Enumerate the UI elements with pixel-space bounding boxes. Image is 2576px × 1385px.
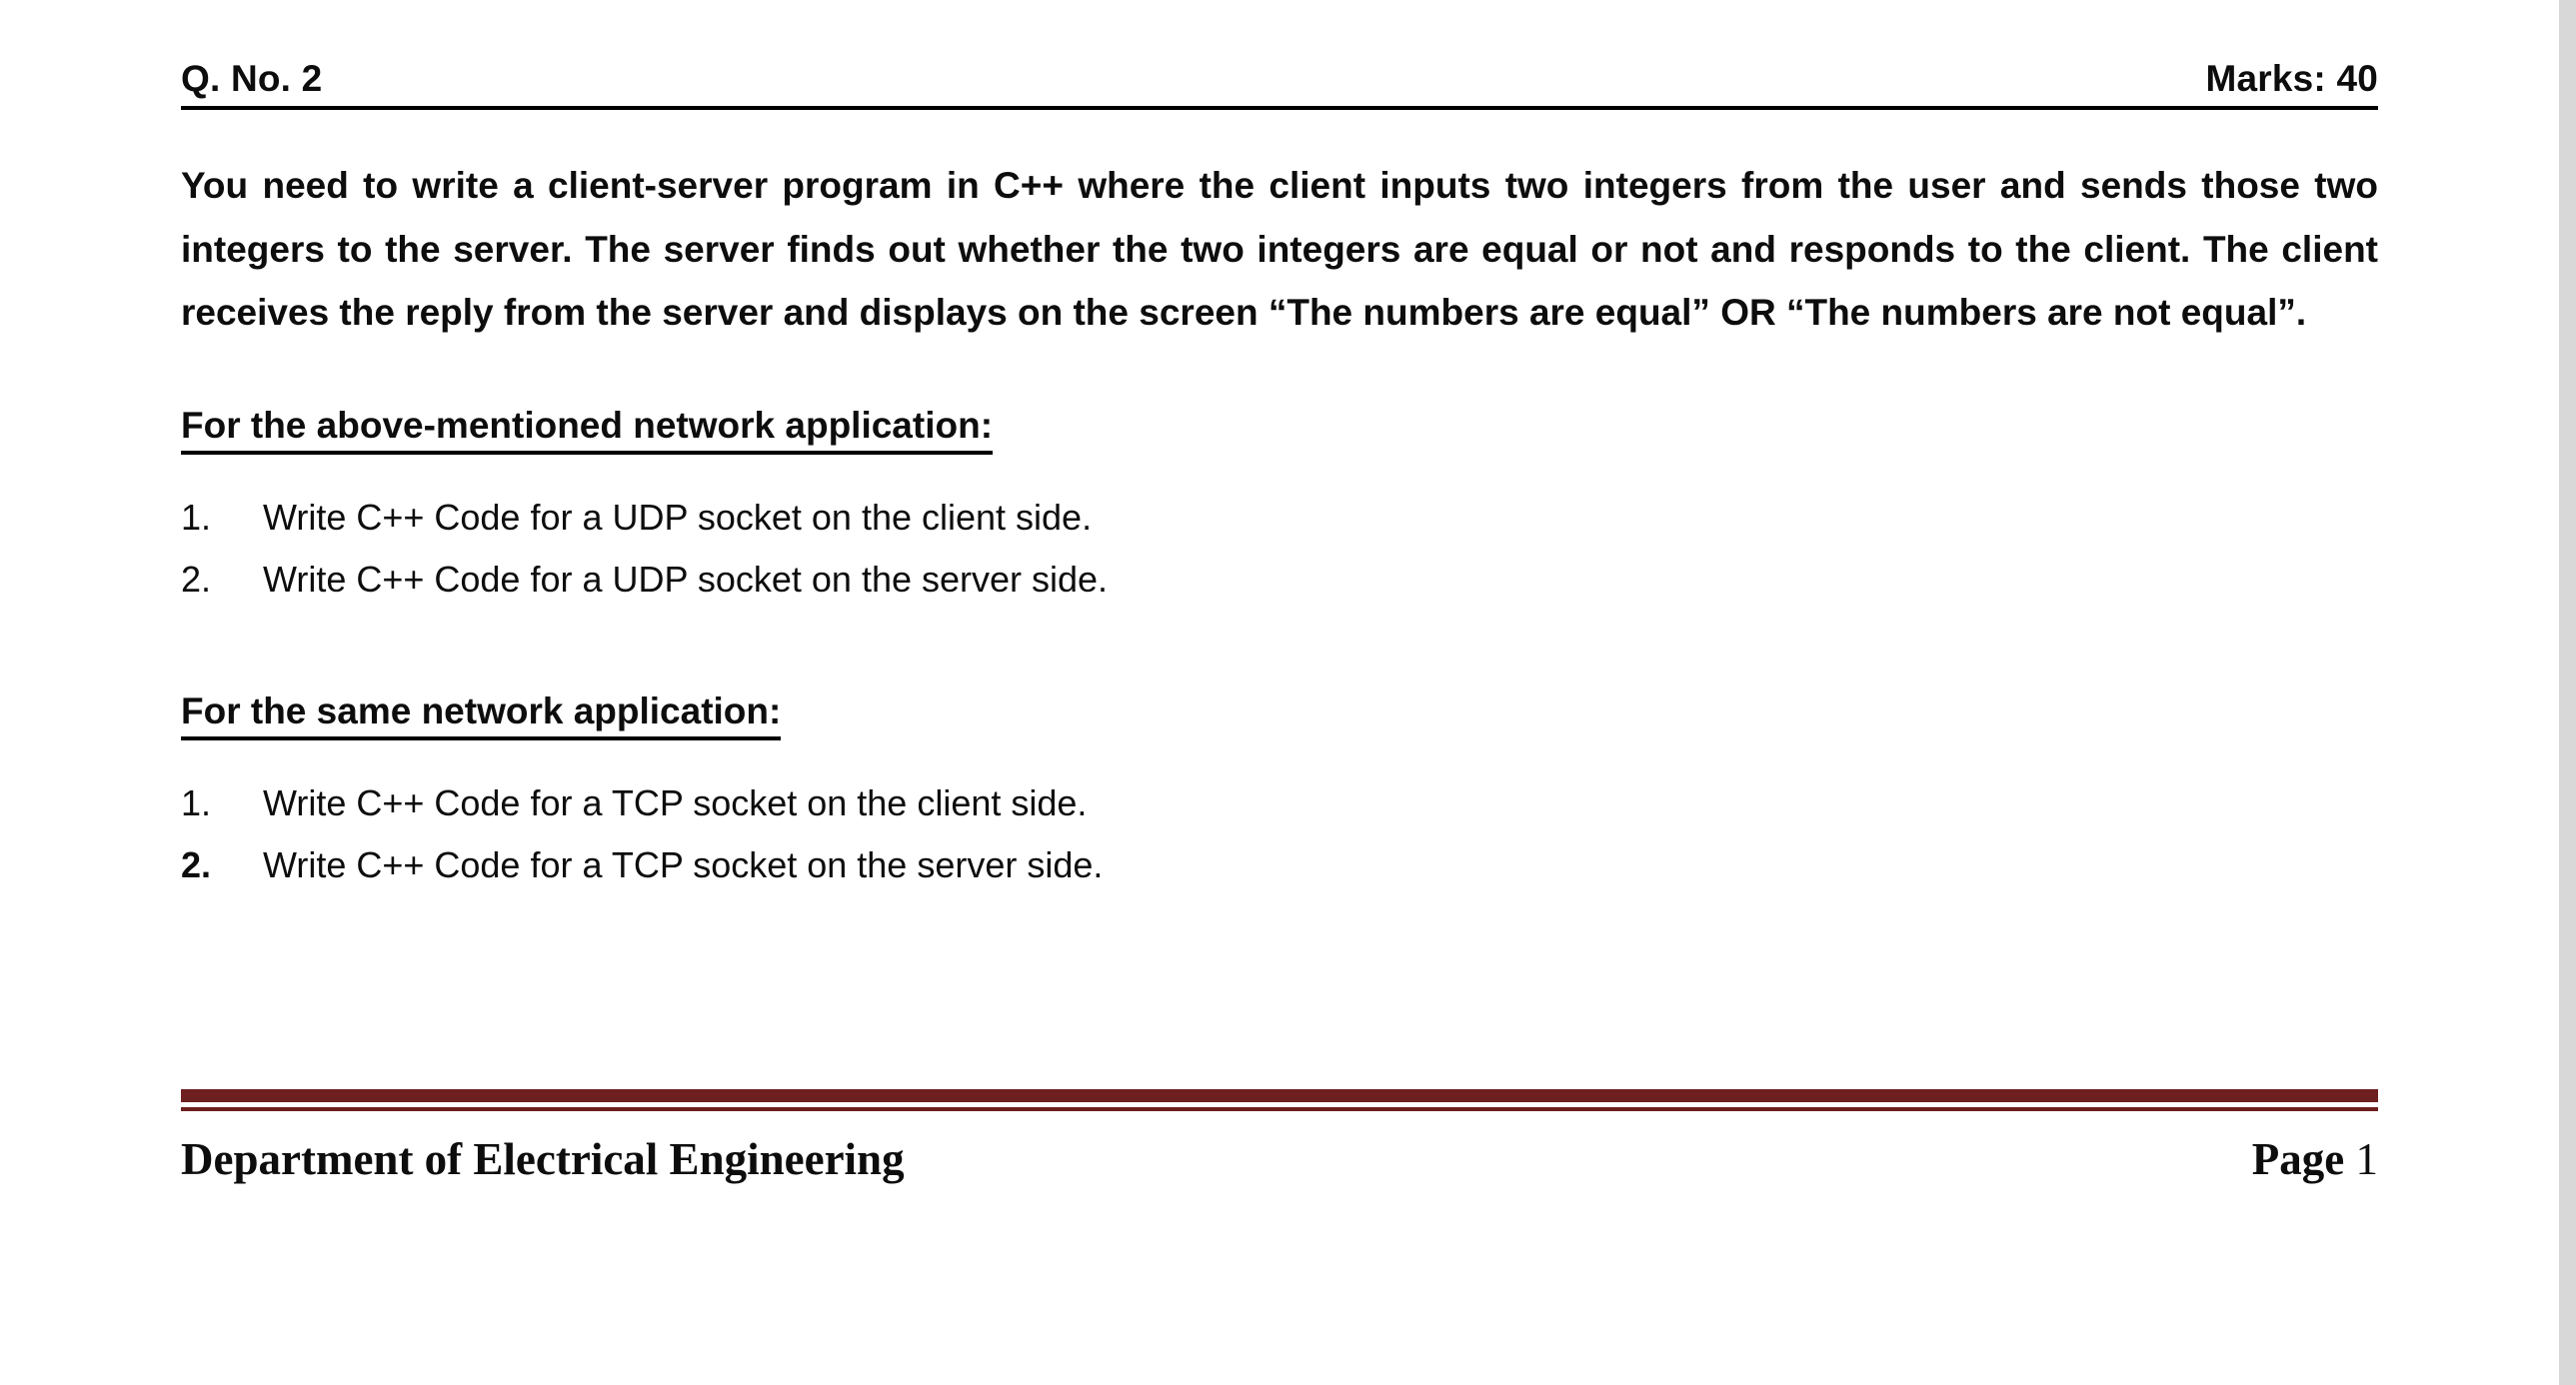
footer-department-label: Department of Electrical Engineering [181, 1134, 905, 1184]
question-number-label: Q. No. 2 [181, 58, 323, 99]
question-statement-paragraph: You need to write a client-server progra… [181, 165, 2378, 334]
section-heading-tcp: For the same network application: [181, 689, 782, 741]
list-item-text: Write C++ Code for a UDP socket on the c… [263, 497, 1093, 539]
footer-rule-gap [181, 1102, 2378, 1107]
list-item-text: Write C++ Code for a TCP socket on the s… [263, 844, 1104, 886]
footer-rule-thin [181, 1107, 2378, 1111]
marks-label: Marks: 40 [2205, 58, 2378, 99]
section-tcp: For the same network application: 1. Wri… [181, 689, 2378, 896]
footer-page-number: 1 [2355, 1134, 2379, 1184]
list-item-text: Write C++ Code for a UDP socket on the s… [263, 559, 1109, 601]
list-item: 2. Write C++ Code for a UDP socket on th… [181, 549, 2378, 611]
list-marker: 1. [181, 497, 212, 539]
footer-page-word: Page [2251, 1134, 2345, 1184]
list-marker: 2. [181, 559, 212, 601]
footer-rule-thick [181, 1089, 2378, 1102]
footer-row: Department of Electrical Engineering Pag… [181, 1133, 2378, 1185]
page-footer: Department of Electrical Engineering Pag… [181, 1089, 2378, 1185]
list-marker: 1. [181, 782, 212, 824]
list-item: 1. Write C++ Code for a TCP socket on th… [181, 772, 2378, 834]
list-marker: 2. [181, 844, 212, 886]
section-heading-udp: For the above-mentioned network applicat… [181, 403, 994, 456]
viewer-right-edge [2558, 0, 2576, 1385]
question-header: Q. No. 2 Marks: 40 [181, 0, 2378, 110]
section-udp: For the above-mentioned network applicat… [181, 403, 2378, 611]
task-list-udp: 1. Write C++ Code for a UDP socket on th… [181, 487, 2378, 611]
list-item-text: Write C++ Code for a TCP socket on the c… [263, 782, 1088, 824]
footer-page-indicator: Page 1 [2252, 1133, 2378, 1185]
task-list-tcp: 1. Write C++ Code for a TCP socket on th… [181, 772, 2378, 896]
list-item: 2. Write C++ Code for a TCP socket on th… [181, 834, 2378, 896]
list-item: 1. Write C++ Code for a UDP socket on th… [181, 487, 2378, 549]
